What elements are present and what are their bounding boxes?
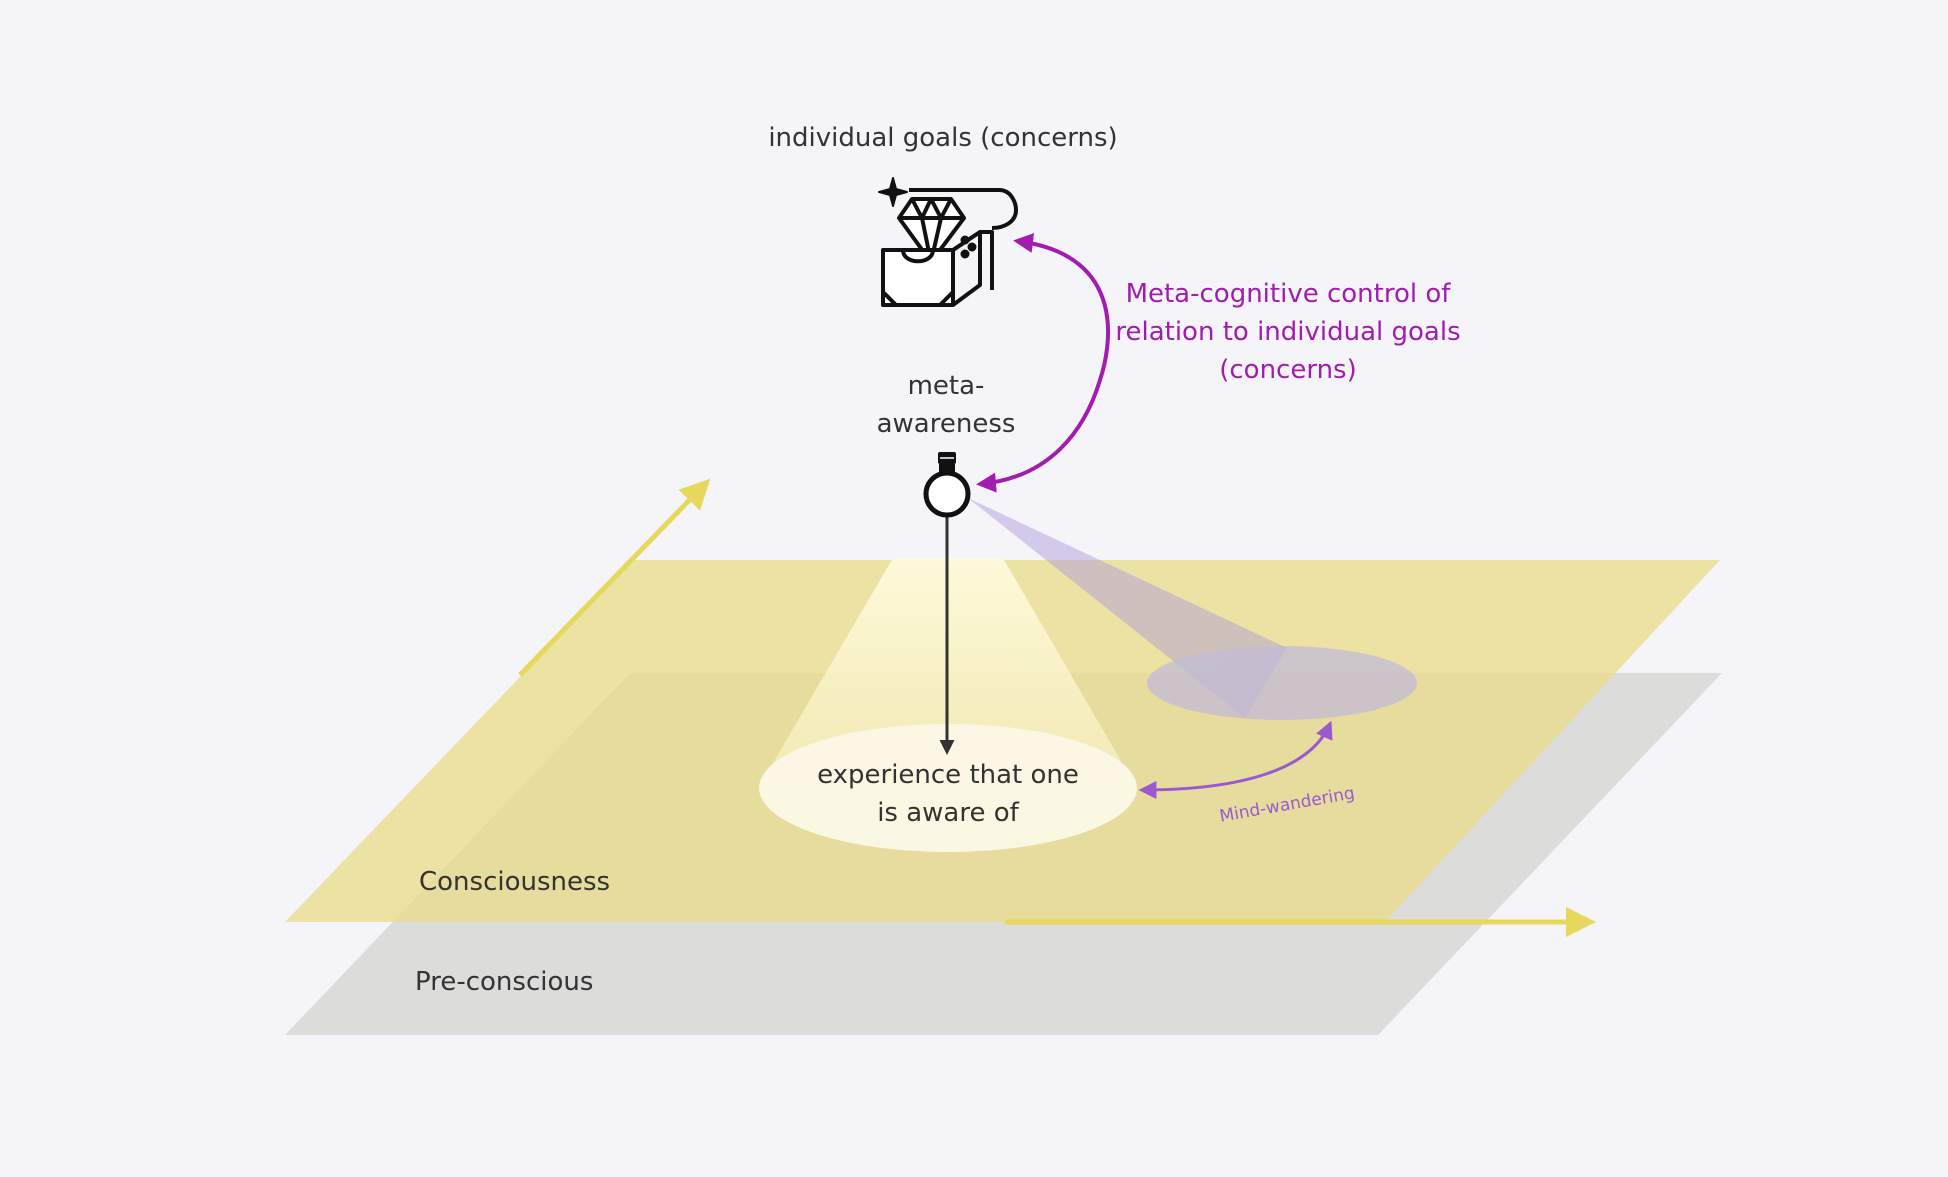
preconscious-label: Pre-conscious [415,967,593,997]
experience-label-line2: is aware of [877,798,1019,828]
meta-awareness-label-line2: awareness [877,409,1016,439]
experience-spot [759,724,1137,852]
metacognitive-control-label-line3: (concerns) [1219,355,1357,385]
metacognitive-control-label-line2: relation to individual goals [1115,317,1460,347]
lightbulb-icon [923,452,971,518]
metacognitive-control-label-line1: Meta-cognitive control of [1126,279,1452,309]
meta-awareness-label-line1: meta- [908,371,985,401]
metacognitive-control-arrow [976,233,1110,493]
consciousness-label: Consciousness [419,867,610,897]
experience-label-line1: experience that one [817,760,1079,790]
mind-wandering-spot [1147,646,1417,720]
goals-label: individual goals (concerns) [768,123,1117,153]
upward-axis-arrow [518,478,711,677]
mind-wandering-arrow [1138,720,1333,799]
treasure-chest-diamond-icon [878,177,1018,307]
